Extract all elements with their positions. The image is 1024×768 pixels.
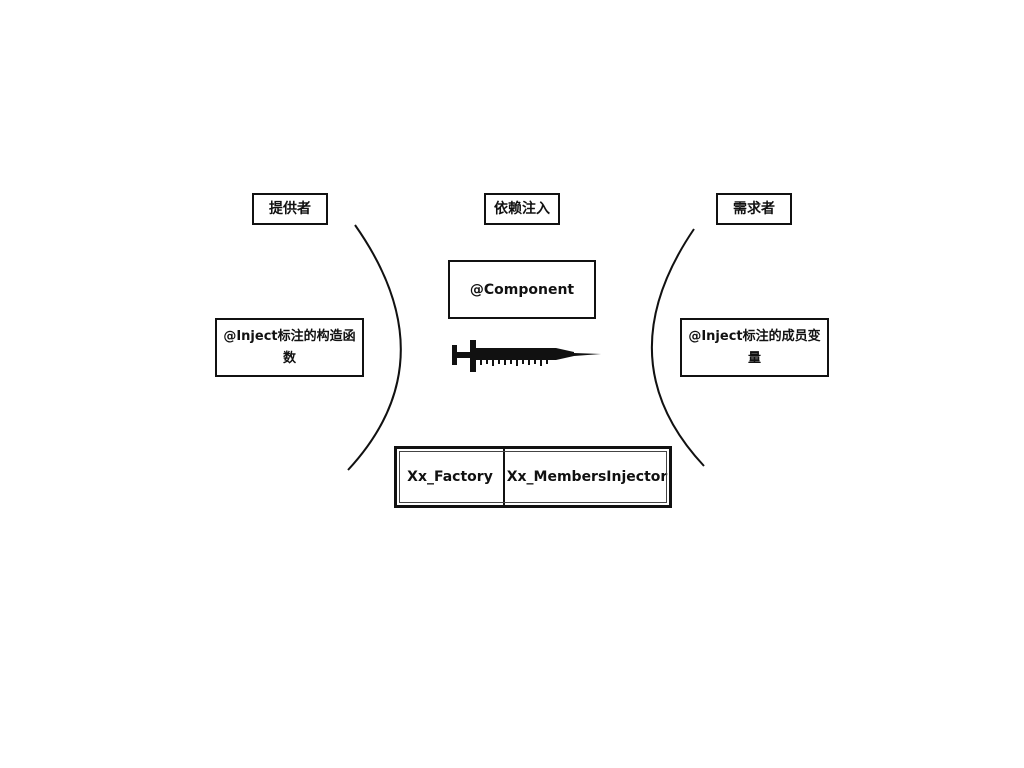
- generated-classes-box: Xx_Factory Xx_MembersInjector: [394, 446, 672, 508]
- consumer-label: 需求者: [716, 193, 792, 225]
- dependency-injection-label: 依赖注入: [484, 193, 560, 225]
- provider-label: 提供者: [252, 193, 328, 225]
- syringe-icon: [452, 340, 601, 372]
- inject-constructor-box: @Inject标注的构造函数: [215, 318, 364, 377]
- component-box: @Component: [448, 260, 596, 319]
- factory-cell: Xx_Factory: [397, 449, 505, 505]
- inject-member-box: @Inject标注的成员变量: [680, 318, 829, 377]
- members-injector-cell: Xx_MembersInjector: [506, 469, 668, 485]
